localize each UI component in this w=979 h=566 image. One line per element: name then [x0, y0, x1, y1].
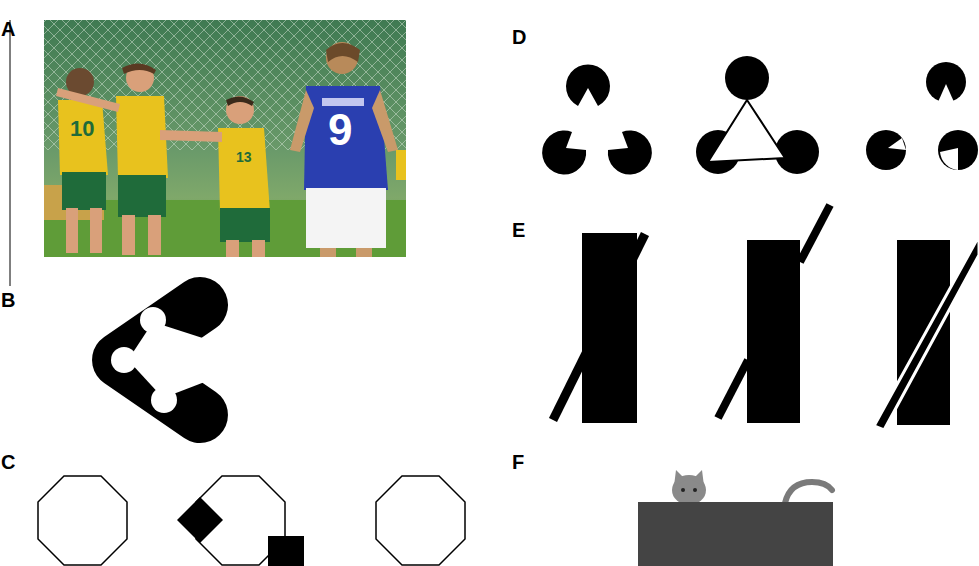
panel-letter: C [1, 452, 15, 472]
jersey-number: 9 [328, 108, 352, 152]
panel-letter: E [512, 220, 525, 240]
bar-transparency-right [874, 236, 979, 430]
kanizsa-right [866, 62, 978, 170]
octagons [38, 476, 465, 565]
football-photo [44, 20, 406, 257]
bar-occlusion-middle [718, 205, 830, 423]
panel-letter: B [1, 290, 15, 310]
bar-occlusion-left [553, 233, 645, 423]
panel-letter: D [512, 27, 526, 47]
kanizsa-middle [696, 56, 819, 174]
panel-letter: A [1, 19, 15, 39]
panel-rule [10, 20, 11, 286]
kanizsa-left [542, 64, 652, 174]
panel-letter: F [512, 452, 524, 472]
occluder-square [268, 536, 304, 566]
cat-behind-box [638, 470, 833, 566]
occluded-shape-b [111, 305, 215, 415]
jersey-number: 10 [70, 118, 94, 140]
occluder-diamond [177, 497, 223, 543]
jersey-number: 13 [236, 150, 252, 164]
